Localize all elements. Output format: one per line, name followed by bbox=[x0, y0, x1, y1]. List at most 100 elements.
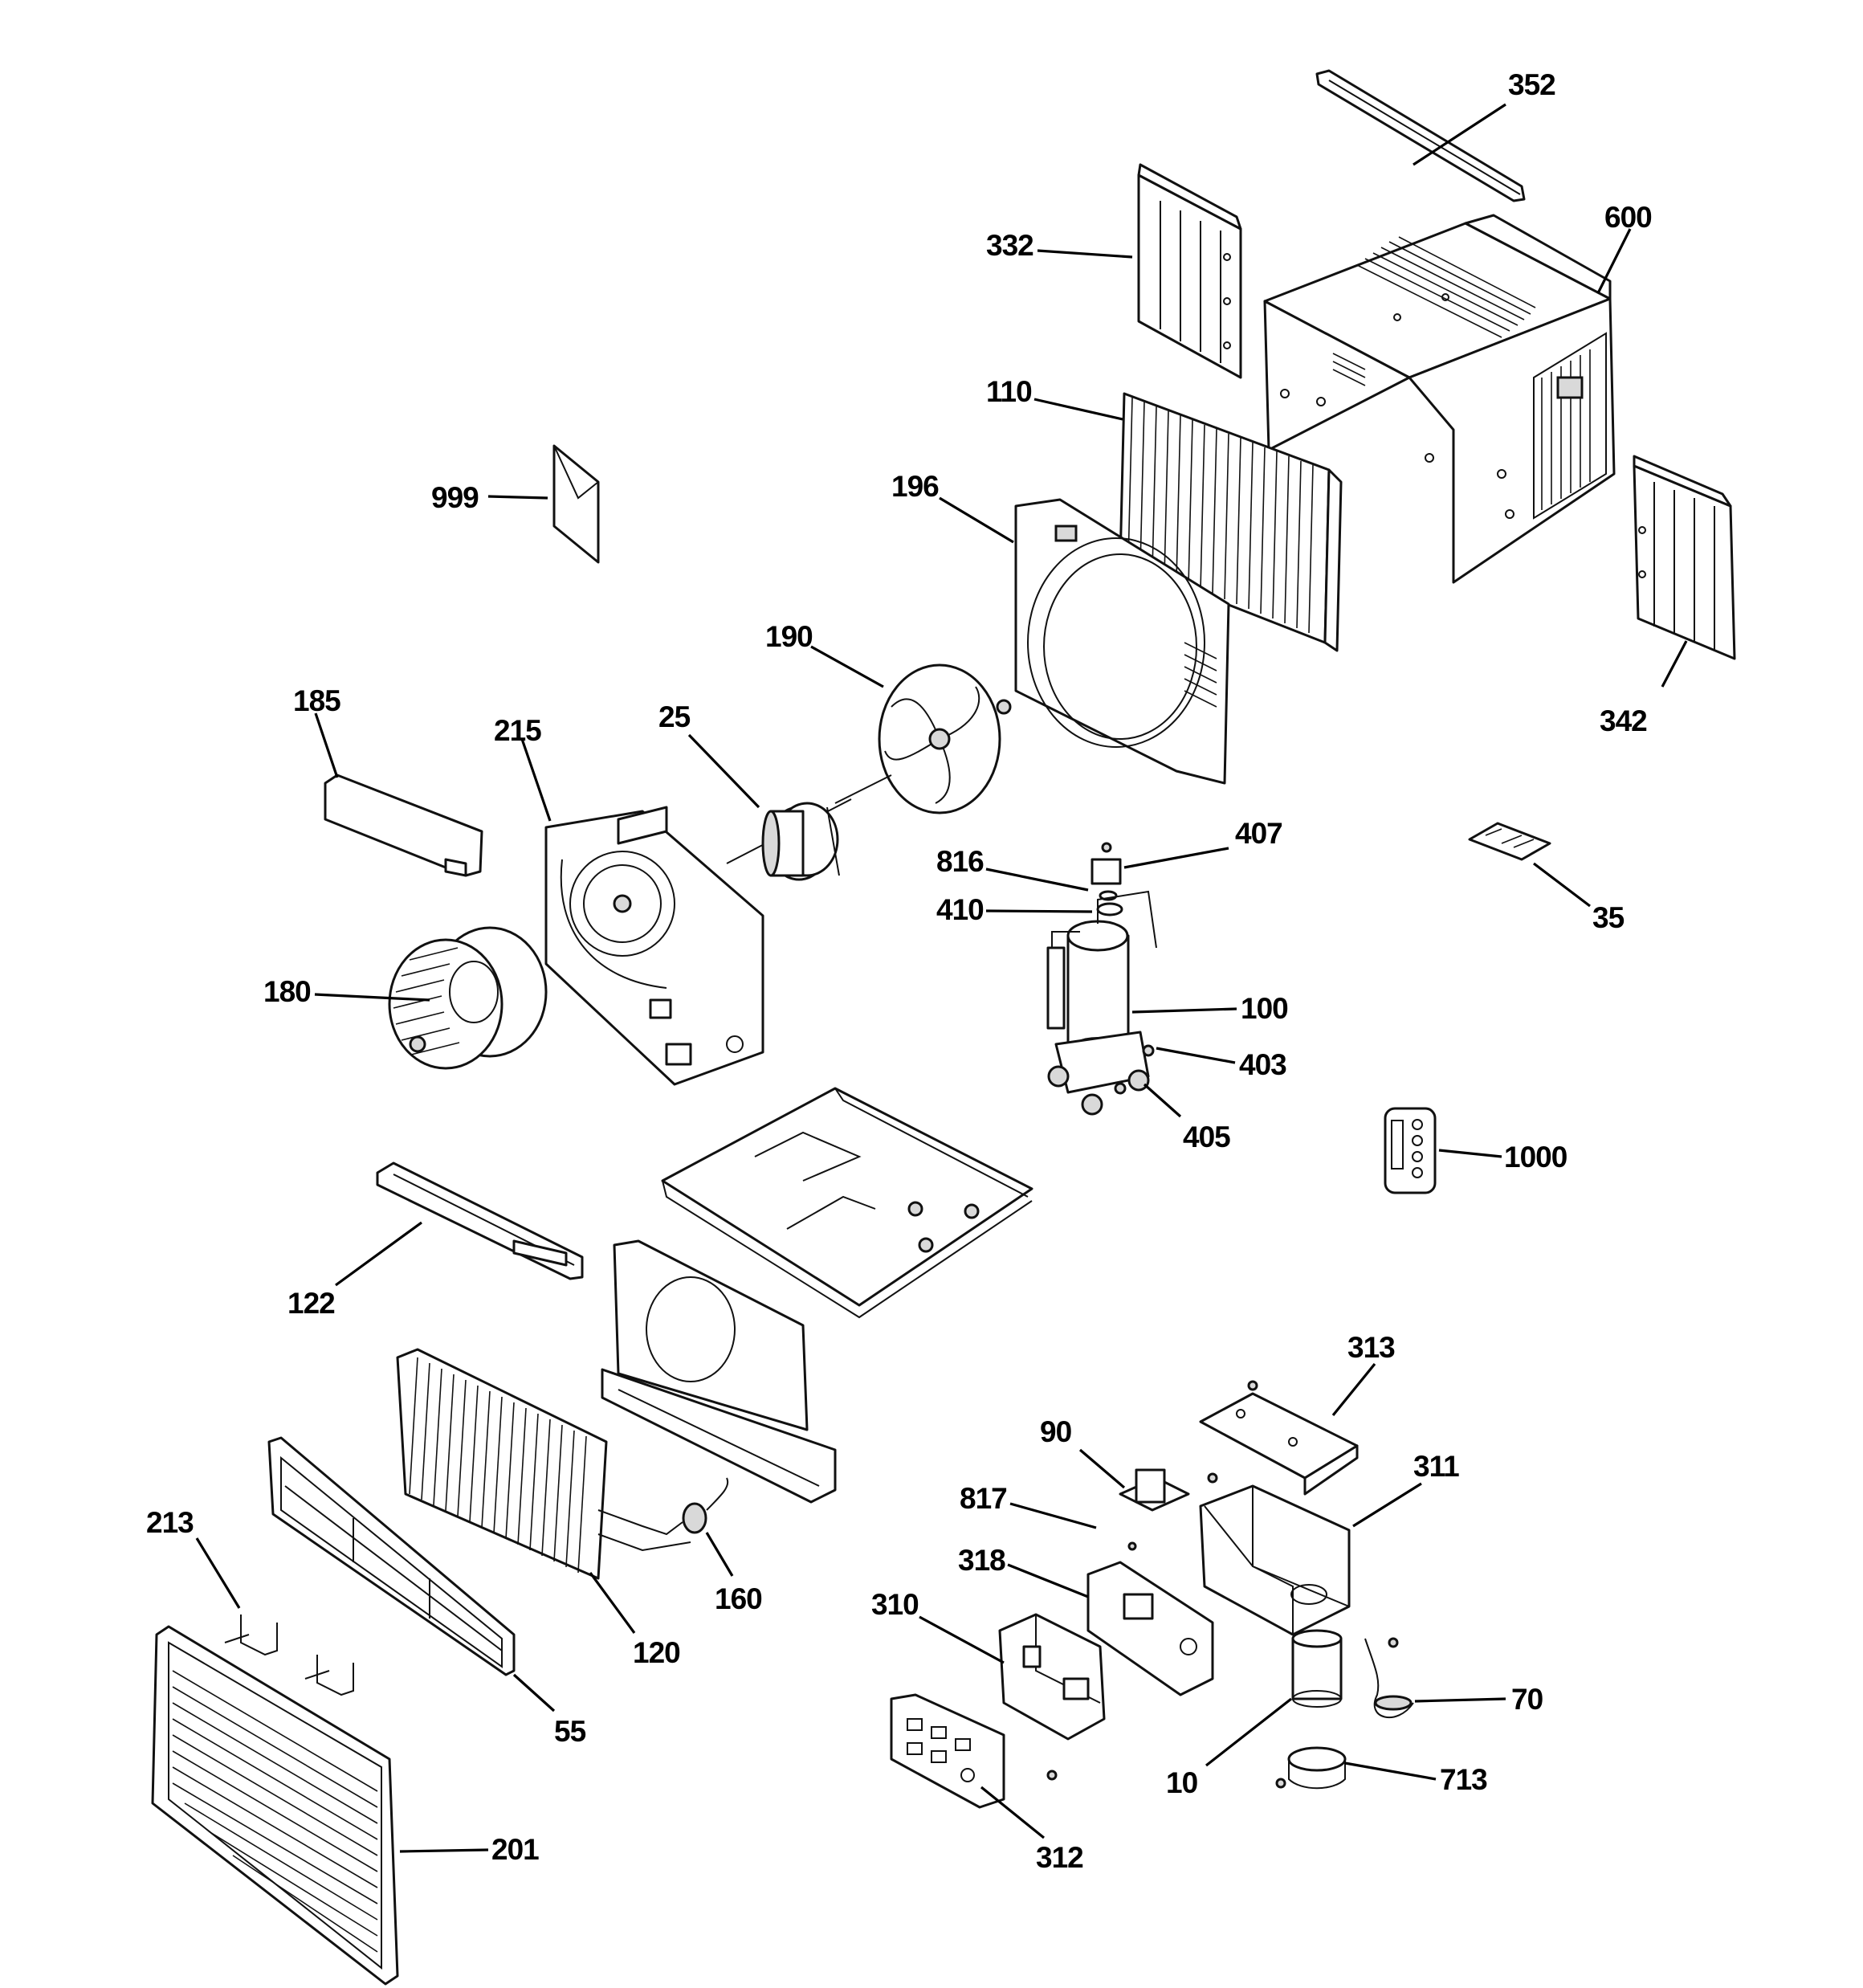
callout-312: 312 bbox=[1036, 1841, 1083, 1874]
callout-407: 407 bbox=[1235, 817, 1282, 850]
callout-10: 10 bbox=[1166, 1766, 1198, 1799]
leader-190 bbox=[810, 645, 884, 688]
part-600-cabinet bbox=[1263, 214, 1616, 584]
base-pan bbox=[661, 1087, 1033, 1319]
part-185-top-cover bbox=[324, 774, 483, 877]
leader-312 bbox=[980, 1786, 1046, 1839]
leader-1000 bbox=[1438, 1149, 1502, 1158]
leader-35 bbox=[1533, 862, 1591, 908]
part-100-compressor bbox=[1046, 890, 1157, 1116]
leader-817 bbox=[1009, 1502, 1097, 1529]
callout-600: 600 bbox=[1604, 201, 1652, 234]
leader-342 bbox=[1661, 640, 1688, 688]
callout-213: 213 bbox=[146, 1506, 194, 1539]
leader-70 bbox=[1414, 1697, 1506, 1703]
part-407-overload bbox=[1090, 842, 1123, 916]
leader-180 bbox=[314, 993, 430, 1002]
callout-318: 318 bbox=[958, 1544, 1005, 1577]
part-312-control-overlay bbox=[890, 1693, 1058, 1809]
leader-318 bbox=[1007, 1563, 1089, 1598]
callout-labels: 352 600 332 110 999 196 190 185 215 25 3… bbox=[146, 68, 1653, 1874]
leader-10 bbox=[1205, 1697, 1292, 1767]
leader-313 bbox=[1331, 1362, 1376, 1417]
callout-55: 55 bbox=[554, 1715, 586, 1748]
callout-120: 120 bbox=[633, 1636, 680, 1669]
leader-100 bbox=[1131, 1007, 1237, 1014]
callout-190: 190 bbox=[765, 620, 813, 653]
part-352-top-rail bbox=[1315, 69, 1526, 202]
leader-410 bbox=[985, 909, 1093, 913]
part-313-cover bbox=[1199, 1380, 1359, 1496]
leader-196 bbox=[939, 496, 1014, 544]
part-25-fan-motor bbox=[726, 774, 892, 881]
leader-55 bbox=[512, 1673, 556, 1712]
callout-122: 122 bbox=[287, 1287, 335, 1320]
callout-816: 816 bbox=[936, 845, 984, 878]
leader-185 bbox=[314, 712, 339, 778]
leader-403 bbox=[1156, 1047, 1236, 1064]
callout-313: 313 bbox=[1347, 1331, 1395, 1364]
callout-352: 352 bbox=[1508, 68, 1555, 101]
callout-817: 817 bbox=[960, 1482, 1007, 1515]
callout-35: 35 bbox=[1592, 901, 1625, 934]
leader-407 bbox=[1123, 847, 1229, 869]
leader-201 bbox=[399, 1848, 489, 1853]
part-122-filter-cover bbox=[376, 1161, 584, 1280]
part-332-side-panel bbox=[1137, 163, 1242, 379]
callout-999: 999 bbox=[431, 481, 479, 514]
part-1000-remote bbox=[1384, 1107, 1437, 1194]
callout-70: 70 bbox=[1511, 1683, 1543, 1716]
part-318-control-board bbox=[1086, 1561, 1214, 1696]
callout-201: 201 bbox=[491, 1833, 539, 1866]
leader-352 bbox=[1413, 103, 1506, 166]
leader-25 bbox=[687, 733, 760, 809]
part-35-pcb bbox=[1468, 822, 1551, 861]
leader-405 bbox=[1143, 1083, 1182, 1118]
part-10-capacitor bbox=[1291, 1629, 1343, 1708]
part-311-control-box bbox=[1199, 1472, 1351, 1636]
leader-332 bbox=[1037, 249, 1133, 259]
leader-160 bbox=[705, 1532, 734, 1577]
part-213-clips bbox=[224, 1614, 354, 1696]
part-120-evaporator-coil bbox=[396, 1348, 691, 1580]
callout-185: 185 bbox=[293, 684, 340, 717]
callout-100: 100 bbox=[1241, 992, 1288, 1025]
leader-600 bbox=[1596, 228, 1632, 294]
part-342-side-panel bbox=[1633, 455, 1736, 660]
callout-196: 196 bbox=[891, 470, 939, 503]
callout-90: 90 bbox=[1040, 1415, 1072, 1448]
leader-lines bbox=[195, 103, 1688, 1853]
callout-405: 405 bbox=[1183, 1121, 1230, 1153]
part-55-filter bbox=[267, 1436, 516, 1676]
part-999-document bbox=[552, 444, 600, 564]
callout-215: 215 bbox=[494, 714, 541, 747]
part-70-power-cord bbox=[1364, 1637, 1414, 1718]
part-90-transformer bbox=[1119, 1468, 1190, 1551]
part-180-blower-wheel bbox=[388, 926, 548, 1070]
callout-1000: 1000 bbox=[1504, 1141, 1567, 1174]
leader-816 bbox=[985, 867, 1089, 892]
callout-342: 342 bbox=[1600, 704, 1647, 737]
callout-310: 310 bbox=[871, 1588, 919, 1621]
callout-332: 332 bbox=[986, 229, 1033, 262]
part-215-scroll-housing bbox=[544, 806, 764, 1086]
leader-713 bbox=[1344, 1761, 1437, 1781]
part-190-fan-blade bbox=[878, 663, 1012, 814]
leader-999 bbox=[487, 495, 548, 500]
part-310-control-module bbox=[998, 1613, 1106, 1741]
partition-panel bbox=[601, 1239, 837, 1504]
callout-180: 180 bbox=[263, 975, 311, 1008]
part-196-shroud bbox=[1014, 498, 1230, 785]
part-160-thermistor bbox=[682, 1477, 729, 1534]
callout-713: 713 bbox=[1440, 1763, 1487, 1796]
callout-110: 110 bbox=[986, 375, 1032, 408]
callout-410: 410 bbox=[936, 893, 984, 926]
callout-160: 160 bbox=[715, 1582, 762, 1615]
leader-90 bbox=[1078, 1448, 1126, 1489]
leader-213 bbox=[195, 1537, 241, 1609]
leader-120 bbox=[589, 1572, 636, 1634]
leader-215 bbox=[520, 738, 552, 822]
callout-311: 311 bbox=[1413, 1450, 1459, 1483]
leader-110 bbox=[1033, 398, 1123, 421]
